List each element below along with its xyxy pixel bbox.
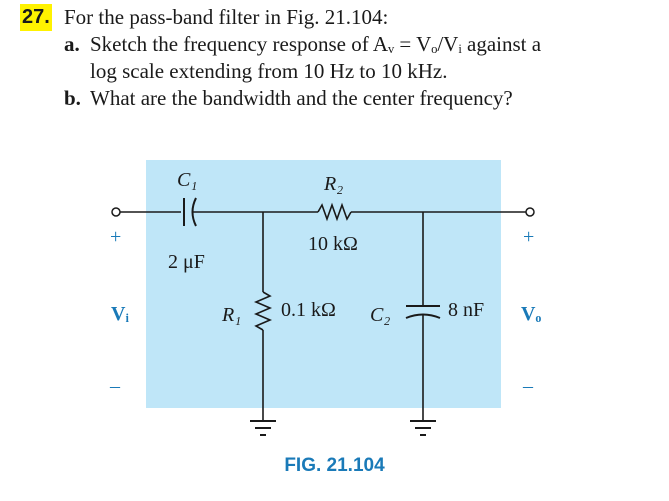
part-b: b. What are the bandwidth and the center… [64,85,513,112]
output-plus: + [523,226,534,248]
problem-stem: For the pass-band filter in Fig. 21.104: [64,5,389,29]
part-a-text: Sketch the frequency response of Aᵥ = Vₒ… [90,32,542,56]
input-terminal [111,207,121,217]
problem-number: 27. [20,4,52,31]
part-a: a. Sketch the frequency response of Aᵥ =… [64,31,541,58]
input-plus: + [110,226,121,248]
part-b-text: What are the bandwidth and the center fr… [90,86,513,110]
c2-name: C₂ [370,304,390,326]
output-minus: – [522,375,534,397]
input-voltage-label: Vᵢ [111,303,129,325]
output-voltage-label: Vₒ [521,303,541,325]
ground-symbol-c2 [410,420,436,436]
c2-value: 8 nF [448,299,484,321]
r1-value: 0.1 kΩ [281,299,336,321]
input-minus: – [109,375,121,397]
part-b-label: b. [64,86,81,110]
figure-caption: FIG. 21.104 [284,455,385,476]
part-a-text-continued: log scale extending from 10 Hz to 10 kHz… [90,59,448,83]
r2-name: R₂ [323,173,343,195]
part-a-label: a. [64,32,80,56]
r2-value: 10 kΩ [308,233,358,255]
circuit-background [146,160,501,408]
c1-name: C₁ [177,169,197,191]
ground-symbol-r1 [250,420,276,436]
c1-value: 2 μF [168,251,205,273]
r1-name: R₁ [221,304,241,326]
output-terminal [525,207,535,217]
circuit-wires [120,197,526,420]
